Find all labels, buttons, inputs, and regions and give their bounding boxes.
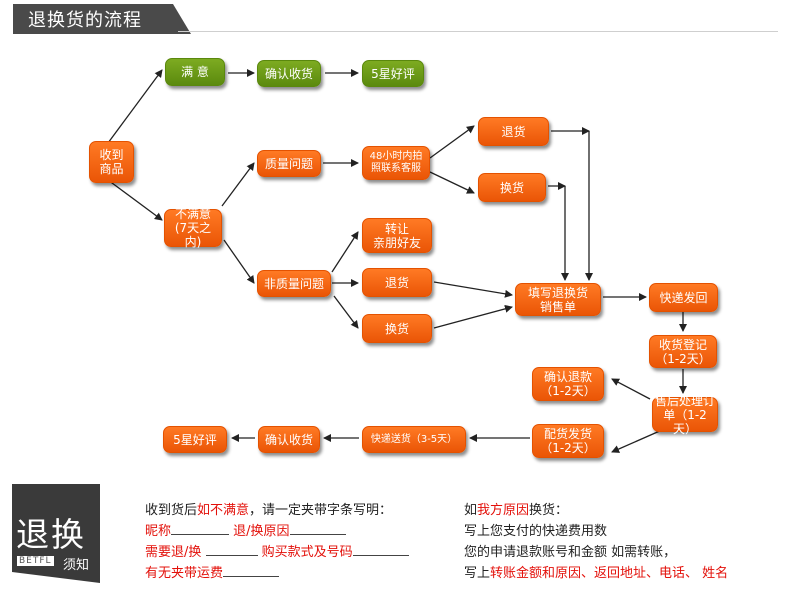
header-background [13, 4, 191, 34]
notice-right-line4: 写上转账金额和原因、返回地址、电话、 姓名 [464, 563, 728, 584]
node-express-delivery: 快递送货（3-5天） [362, 426, 466, 453]
node-fill-return-form: 填写退换货 销售单 [515, 283, 601, 316]
notice-left-line2: 昵称 退/换原因 [145, 521, 409, 542]
node-return-top: 退货 [478, 117, 549, 146]
highlight-text: 我方原因 [477, 503, 530, 518]
node-exchange-top: 换货 [478, 173, 546, 202]
node-unsatisfied: 不满意 (7天之内) [164, 207, 222, 249]
node-ship-out: 配货发货 （1-2天） [532, 424, 604, 458]
notice-right-line3: 您的申请退款账号和金额 如需转账， [464, 545, 677, 560]
page-title: 退换货的流程 [28, 10, 142, 31]
blank-line [205, 543, 258, 556]
text: 如 [464, 503, 478, 518]
need-label: 需要退/换 [145, 545, 202, 560]
node-non-quality-issue: 非质量问题 [257, 270, 331, 297]
model-label: 购买款式及号码 [261, 545, 353, 560]
node-after-sales: 售后处理订 单（1-2天） [652, 394, 718, 436]
notice-left: 收到货后如不满意，请一定夹带字条写明： 昵称 退/换原因 需要退/换 购买款式及… [145, 500, 409, 584]
badge-title: 退换 [16, 515, 86, 554]
blank-line [223, 564, 280, 577]
badge-subtitle: 须知 [63, 558, 90, 573]
text: ，请一定夹带字条写明： [249, 503, 393, 518]
node-five-star-bottom: 5星好评 [163, 426, 227, 453]
blank-line [352, 543, 409, 556]
node-contact-service: 48小时内拍 照联系客服 [362, 146, 430, 180]
node-confirm-refund: 确认退款 （1-2天） [532, 367, 604, 401]
notice-right: 如我方原因换货： 写上您支付的快递费用数 您的申请退款账号和金额 如需转账， 写… [464, 500, 728, 584]
node-receive-register: 收货登记 （1-2天） [649, 335, 717, 368]
node-satisfied: 满 意 [165, 58, 225, 86]
notice-right-line1: 如我方原因换货： [464, 500, 728, 521]
notice-left-line4: 有无夹带运费 [145, 563, 409, 584]
node-quality-issue: 质量问题 [257, 150, 321, 177]
node-receive-goods: 收到 商品 [89, 141, 134, 183]
text: 换货： [529, 503, 569, 518]
section-header [13, 4, 191, 34]
header-divider [178, 31, 778, 32]
notice-left-line3: 需要退/换 购买款式及号码 [145, 542, 409, 563]
blank-line [289, 522, 346, 535]
nickname-label: 昵称 [145, 524, 172, 539]
highlight-text: 如不满意 [197, 503, 250, 518]
blank-line [171, 522, 230, 535]
node-exchange-mid: 换货 [362, 314, 432, 343]
reason-label: 退/换原因 [233, 524, 290, 539]
node-confirm-receipt-top: 确认收货 [257, 60, 321, 87]
text: 写上 [464, 566, 491, 581]
badge-brand: BETFL [17, 556, 54, 566]
node-return-mid: 退货 [362, 268, 432, 297]
notice-left-line1: 收到货后如不满意，请一定夹带字条写明： [145, 500, 409, 521]
text: 收到货后 [145, 503, 198, 518]
highlight-text: 转账金额和原因、返回地址、电话、 姓名 [490, 566, 729, 581]
node-five-star-top: 5星好评 [362, 60, 424, 87]
node-express-return: 快递发回 [649, 283, 718, 312]
postage-label: 有无夹带运费 [145, 566, 224, 581]
notice-right-line2: 写上您支付的快递费用数 [464, 524, 608, 539]
node-confirm-receipt-bottom: 确认收货 [258, 426, 320, 453]
node-transfer-friends: 转让 亲朋好友 [362, 218, 432, 253]
